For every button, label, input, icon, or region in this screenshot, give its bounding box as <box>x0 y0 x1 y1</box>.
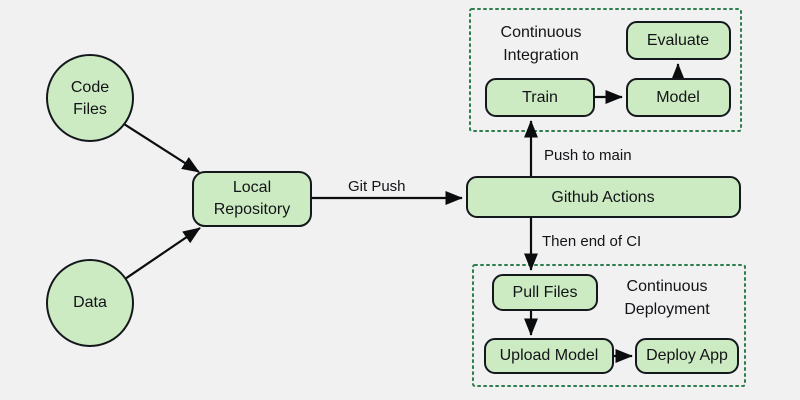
edge-code-files-to-local-repository <box>123 123 200 173</box>
node-upload-model[interactable] <box>484 338 614 374</box>
node-pull-files[interactable] <box>492 274 598 311</box>
edge-label-then-end-of-ci: Then end of CI <box>542 233 641 250</box>
node-github-actions-label: Github Actions <box>551 189 654 206</box>
node-deploy-app-label: Deploy App <box>646 347 728 364</box>
group-continuous-deployment <box>472 264 746 387</box>
node-data[interactable] <box>46 259 134 347</box>
node-upload-model-label: Upload Model <box>500 347 599 364</box>
node-model[interactable] <box>626 78 731 117</box>
node-evaluate[interactable] <box>626 21 731 60</box>
group-continuous-integration <box>469 8 742 132</box>
node-model-label: Model <box>656 89 700 106</box>
node-code-files[interactable] <box>46 54 134 142</box>
group-ci-label-line1: Continuous <box>501 24 582 41</box>
node-pull-files-label: Pull Files <box>513 284 578 301</box>
edge-data-to-local-repository <box>124 227 201 280</box>
node-github-actions[interactable] <box>466 176 741 218</box>
node-local-repository-label-line1: Local <box>233 179 271 196</box>
node-evaluate-label: Evaluate <box>647 32 709 49</box>
edge-label-git-push: Git Push <box>348 178 406 195</box>
node-code-files-label-line1: Code <box>71 79 109 96</box>
group-ci-label-line2: Integration <box>503 47 579 64</box>
node-data-label: Data <box>73 294 107 311</box>
node-local-repository-label-line2: Repository <box>214 201 290 218</box>
node-deploy-app[interactable] <box>635 338 739 374</box>
edge-label-push-to-main: Push to main <box>544 147 632 164</box>
node-train-label: Train <box>522 89 558 106</box>
group-cd-label-line1: Continuous <box>627 278 708 295</box>
node-code-files-label-line2: Files <box>73 101 107 118</box>
group-cd-label-line2: Deployment <box>624 301 710 318</box>
node-train[interactable] <box>485 78 595 117</box>
node-local-repository[interactable] <box>192 171 312 227</box>
